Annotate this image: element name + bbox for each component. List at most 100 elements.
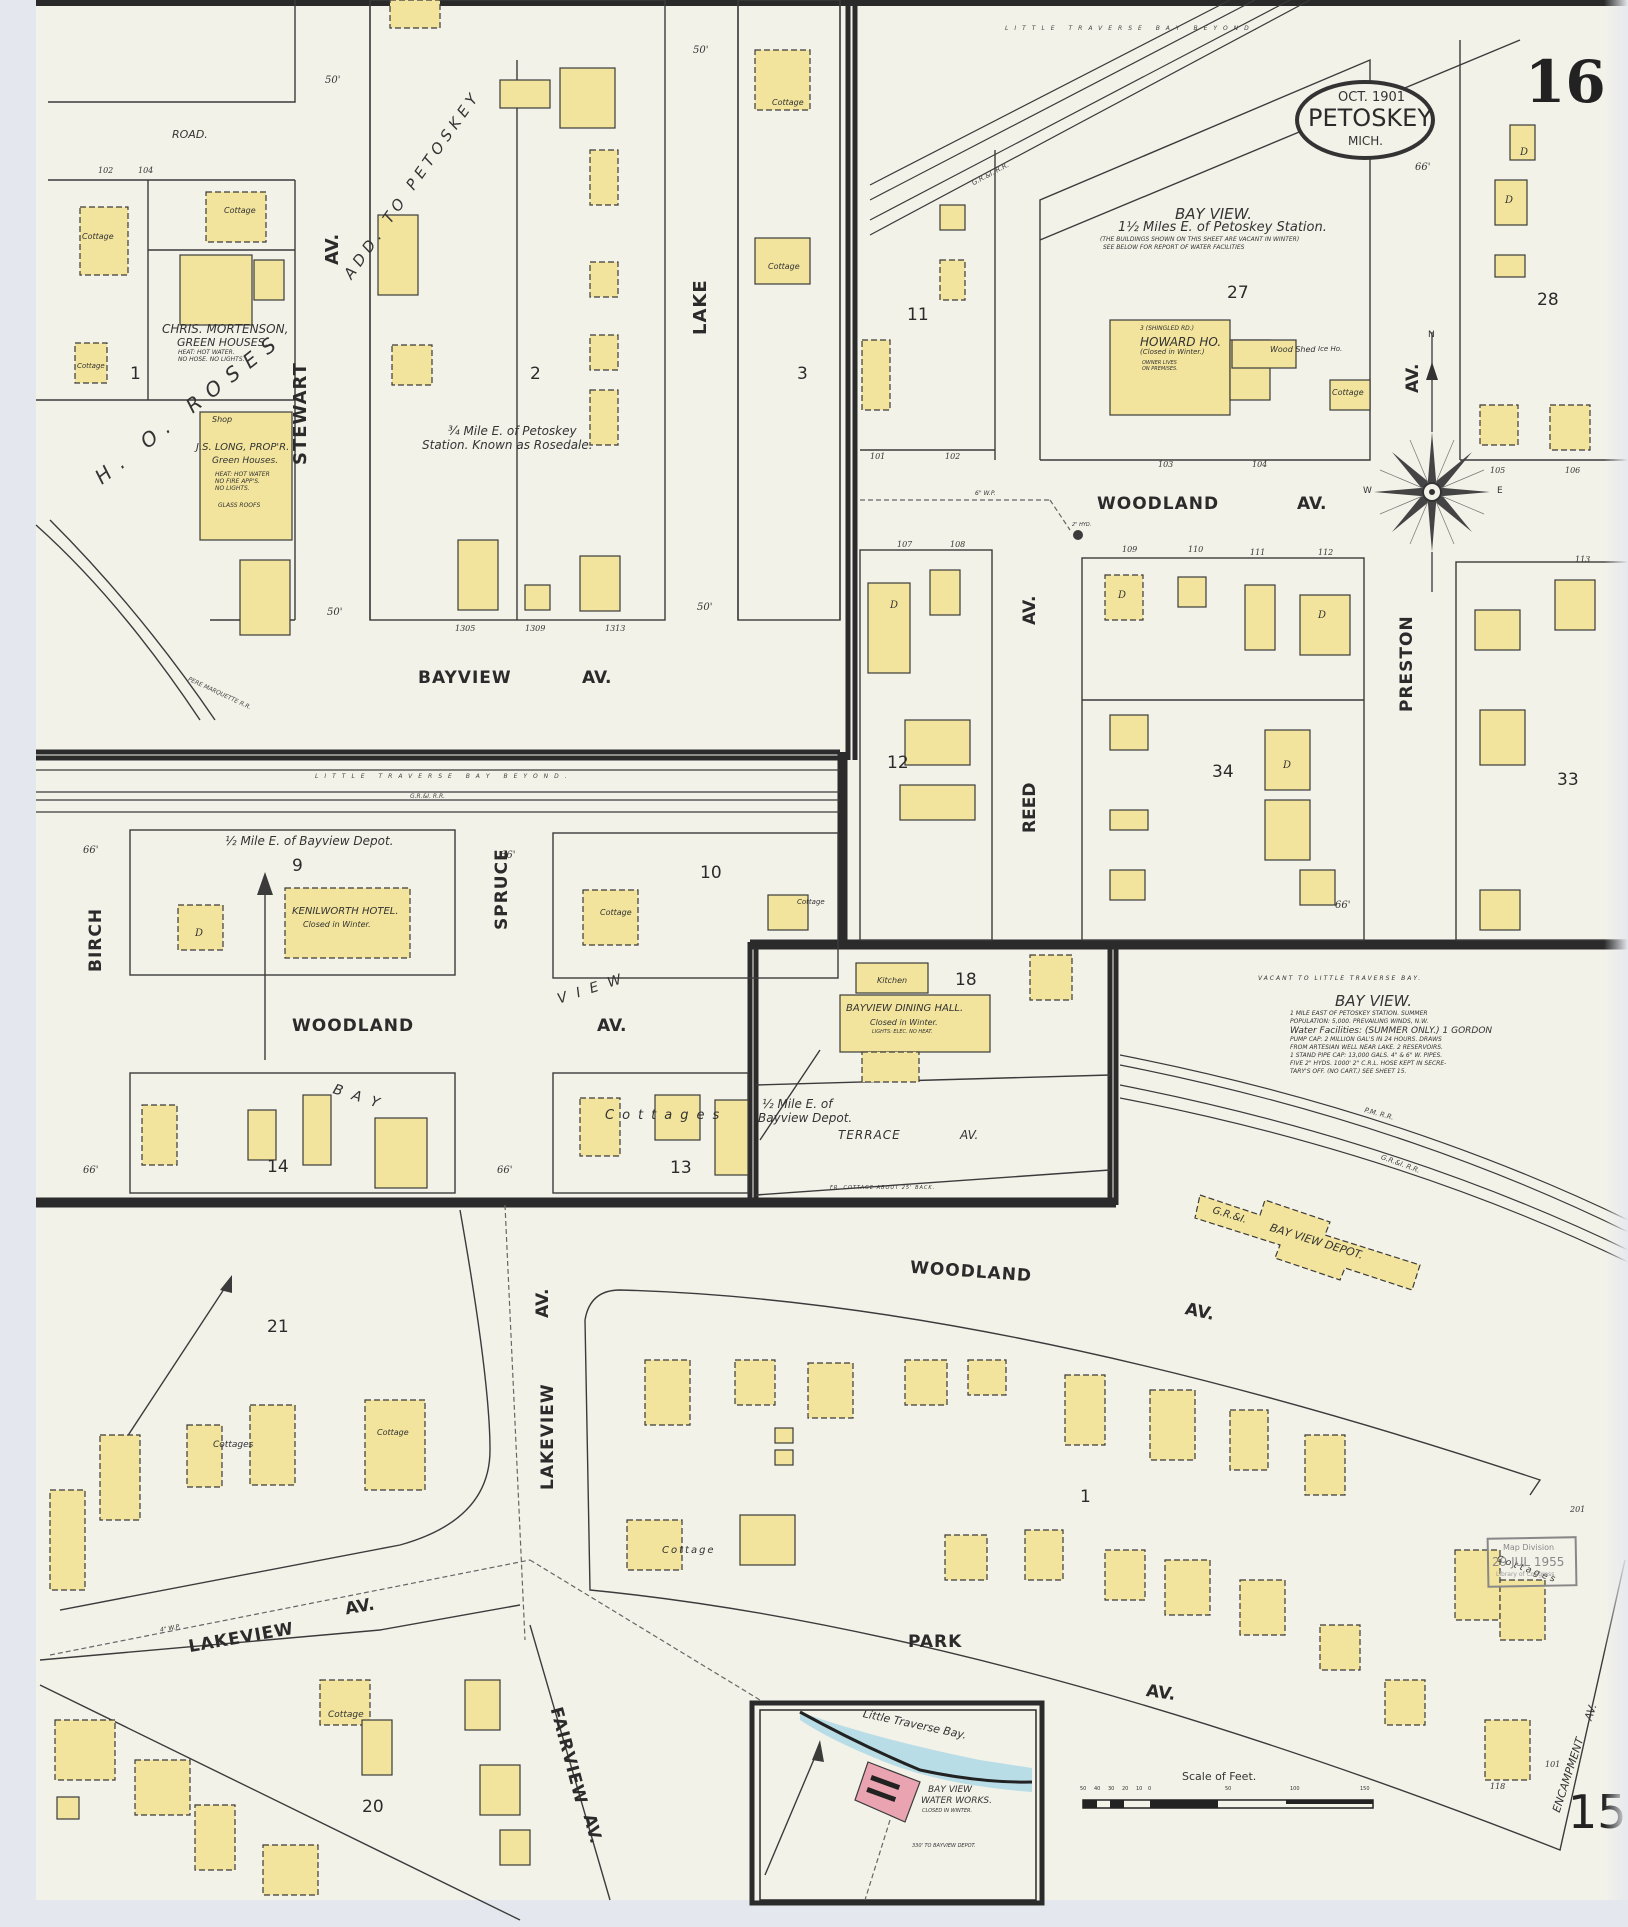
mortenson-sub: GREEN HOUSES. — [177, 336, 269, 349]
dwelling-label: D — [1283, 760, 1292, 771]
howard-shed: Wood Shed — [1270, 345, 1316, 354]
dwelling-label: D — [1318, 610, 1327, 621]
stamp-line3: Library of Congress — [1496, 1571, 1555, 1578]
mortenson-note2: NO HOSE. NO LIGHTS. — [178, 356, 245, 363]
dwelling-label: D — [890, 600, 899, 611]
street-preston: PRESTON — [1397, 615, 1417, 712]
block-14: 14 — [267, 1157, 289, 1177]
house-number: 104 — [1252, 460, 1268, 469]
facilities-line: POPULATION: 5,000. PREVAILING WINDS, N.W… — [1290, 1018, 1429, 1025]
facilities-header: VACANT TO LITTLE TRAVERSE BAY. — [1258, 975, 1423, 982]
house-number: 108 — [950, 540, 966, 549]
howard-name: HOWARD HO. — [1140, 335, 1222, 349]
scale-tick: 150 — [1360, 1786, 1370, 1792]
water-works-inset — [764, 1710, 1033, 1901]
stamp-line1: Map Division — [1503, 1543, 1555, 1552]
facilities-line: FIVE 2" HYDS. 1000' 2" C.R.L. HOSE KEPT … — [1290, 1060, 1447, 1067]
house-number: 109 — [1122, 545, 1138, 554]
rosedale-line1: ¾ Mile E. of Petoskey — [448, 424, 577, 438]
dining-kitchen: Kitchen — [877, 976, 908, 985]
howard-top: 3 (SHINGLED RD.) — [1140, 325, 1194, 332]
dining-name: BAYVIEW DINING HALL. — [846, 1003, 964, 1014]
bayview-subtitle: 1½ Miles E. of Petoskey Station. — [1118, 220, 1327, 235]
house-number: 103 — [1158, 460, 1174, 469]
dwelling-label: D — [1118, 590, 1127, 601]
block-18: 18 — [955, 970, 977, 990]
block-1-park: 1 — [1080, 1487, 1091, 1507]
top-right-railroad — [869, 0, 1521, 241]
street-woodland-mid: WOODLAND — [292, 1016, 415, 1036]
street-park: PARK — [908, 1632, 963, 1652]
depot-half-mile: ½ Mile E. of Bayview Depot. — [225, 834, 394, 848]
street-bayview: BAYVIEW — [418, 668, 512, 688]
street-terrace-av: AV. — [960, 1128, 979, 1142]
howard-ice: Ice Ho. — [1318, 345, 1343, 353]
dining-note: LIGHTS: ELEC. NO HEAT. — [872, 1029, 933, 1035]
block-1: 1 — [130, 364, 141, 384]
dist-label: 50' — [693, 45, 709, 56]
block-34: 34 — [1212, 762, 1234, 782]
block-10: 10 — [700, 863, 722, 883]
scale-tick: 0 — [1148, 1786, 1152, 1792]
pipe-label-4: 4" W.P. — [159, 1623, 181, 1634]
street-lakeview-vert-av: AV. — [533, 1288, 553, 1318]
top-edge-bar — [36, 0, 1628, 6]
facilities-line: TARY'S OFF. (NO CART.) SEE SHEET 15. — [1290, 1068, 1407, 1075]
rr-mid-label: G.R.&I. R.R. — [410, 793, 446, 800]
bayview-title: BAY VIEW. — [1175, 205, 1253, 223]
mortenson-name: CHRIS. MORTENSON, — [162, 322, 289, 336]
block-2: 2 — [530, 364, 541, 384]
block-9: 9 — [292, 856, 303, 876]
street-woodland-top: WOODLAND — [1097, 494, 1220, 514]
rr-top-bay: LITTLE TRAVERSE BAY BEYOND. — [1005, 25, 1263, 32]
street-woodland-top-av: AV. — [1297, 494, 1327, 514]
scale-bar — [1082, 1799, 1374, 1809]
street-woodland-low-av: AV. — [1183, 1299, 1217, 1325]
cottage-back-note: FR. COTTAGE ABOUT 25' BACK. — [830, 1185, 936, 1191]
compass-e: E — [1497, 486, 1503, 496]
house-number: 102 — [98, 166, 114, 175]
bayview-note2: SEE BELOW FOR REPORT OF WATER FACILITIES — [1103, 244, 1245, 251]
street-lakeview-horiz: LAKEVIEW — [187, 1618, 296, 1658]
block-21: 21 — [267, 1317, 289, 1337]
street-birch: BIRCH — [86, 907, 106, 972]
howard-note1: OWNER LIVES — [1142, 360, 1177, 366]
street-view: VIEW — [555, 968, 634, 1008]
street-encampment-av: AV. — [1582, 1702, 1600, 1723]
rr-top-label: G.R.&I. R.R. — [970, 160, 1011, 188]
street-fairview-av: AV. — [578, 1812, 606, 1846]
compass-w: W — [1363, 486, 1372, 496]
library-stamp — [1486, 1536, 1578, 1588]
waterworks-sub: CLOSED IN WINTER. — [922, 1808, 973, 1814]
jslong-shop: Shop — [212, 415, 233, 424]
dwelling-label: D — [1505, 195, 1514, 206]
street-road: ROAD. — [172, 128, 208, 141]
bayview-note1: (THE BUILDINGS SHOWN ON THIS SHEET ARE V… — [1100, 236, 1300, 243]
cottage-label: Cottage — [77, 362, 105, 370]
dist-label: 66' — [1415, 162, 1431, 173]
kenilworth-name: KENILWORTH HOTEL. — [292, 906, 399, 917]
howard-note2: ON PREMISES. — [1142, 366, 1178, 372]
cottage-label: Cottage — [772, 98, 804, 107]
middle-railroad — [36, 769, 840, 813]
dist-label: 50' — [325, 75, 341, 86]
street-reed-av: AV. — [1020, 595, 1040, 625]
street-woodland-mid-av: AV. — [597, 1016, 627, 1036]
dist-label: 66' — [500, 850, 516, 861]
jslong-note2: NO FIRE APP'S. — [215, 478, 260, 485]
house-number: 113 — [1575, 555, 1591, 564]
dist-label: 50' — [327, 607, 343, 618]
facilities-line: Water Facilities: (SUMMER ONLY.) 1 GORDO… — [1290, 1026, 1493, 1036]
pipe-label-6: 6" W.P. — [975, 490, 996, 497]
scale-tick: 10 — [1136, 1786, 1143, 1792]
stamp-line2: 29 JUL 1955 — [1492, 1555, 1565, 1569]
street-add-petoskey: ADD. TO PETOSKEY — [340, 86, 485, 283]
sheet-number: 16 — [1525, 48, 1606, 116]
jslong-sub: Green Houses. — [212, 456, 279, 466]
dining-sub: Closed in Winter. — [870, 1018, 938, 1027]
compass-n: N — [1428, 330, 1435, 340]
house-number: 105 — [1490, 466, 1506, 475]
jslong-note3: NO LIGHTS. — [215, 485, 250, 492]
cottage-label: Cottage — [82, 232, 114, 241]
right-edge-shade — [1604, 0, 1628, 1900]
